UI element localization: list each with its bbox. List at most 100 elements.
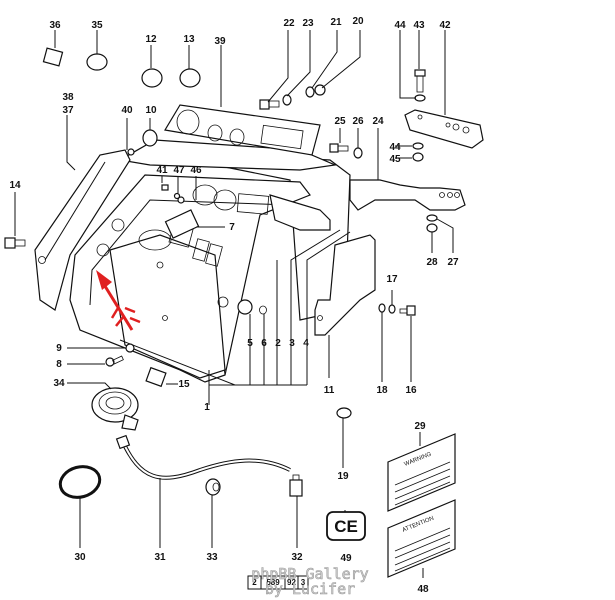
label-19: 19 [337,471,349,482]
label-12: 12 [145,34,157,45]
part-47-washer [173,192,181,200]
label-36: 36 [49,20,61,31]
part-19-sensor [336,407,352,419]
label-2: 2 [275,338,281,349]
part-18-washer [378,303,386,313]
part-30-ring [58,465,102,499]
label-9: 9 [56,343,62,354]
part-15-switch [145,366,167,388]
ce-mark: CE [326,511,366,541]
label-21: 21 [330,17,342,28]
instrument-plate [164,104,321,156]
part-36-switch [42,47,64,67]
label-14: 14 [9,180,21,191]
top-bracket [404,109,484,149]
label-5: 5 [247,338,253,349]
label-13: 13 [183,34,195,45]
part-21-washer [305,86,315,98]
label-18: 18 [376,385,388,396]
svg-text:589: 589 [266,578,280,587]
right-side-cover [314,234,376,336]
label-37: 37 [62,105,74,116]
warning-decal: WARNING [387,433,456,512]
part-12-cap [141,68,163,88]
label-47: 47 [173,165,185,176]
label-15: 15 [178,379,190,390]
part-45-nut [412,152,424,162]
part-27-washer [426,214,438,222]
label-40: 40 [121,105,133,116]
label-29: 29 [414,421,426,432]
label-3: 3 [289,338,295,349]
part-32-connector [289,474,303,497]
part-44-washer-top [414,94,426,102]
label-42: 42 [439,20,451,31]
label-7: 7 [229,222,235,233]
part-23-washer [282,94,292,106]
label-33: 33 [206,552,218,563]
label-34: 34 [53,378,65,389]
label-32: 32 [291,552,303,563]
part-25-bolt [329,143,349,153]
label-22: 22 [283,18,295,29]
label-8: 8 [56,359,62,370]
part-10-grommet [142,129,158,147]
part-13-cap [179,68,201,88]
label-11: 11 [324,385,335,396]
label-16: 16 [405,385,417,396]
label-25: 25 [334,116,346,127]
part-8-screw [105,355,124,367]
watermark-line2: by Lucifer [265,580,355,598]
part-41-screw [161,184,169,191]
label-46: 46 [190,165,202,176]
label-30: 30 [74,552,86,563]
part-14-bolt [4,237,26,249]
label-39: 39 [214,36,226,47]
part-28-nut [426,223,438,233]
label-49: 49 [340,553,352,564]
label-1: 1 [204,402,210,413]
label-35: 35 [91,20,103,31]
label-24: 24 [372,116,384,127]
part-40-screw [127,148,135,156]
svg-text:92: 92 [287,578,296,587]
label-38: 38 [62,92,74,103]
label-17: 17 [386,274,398,285]
label-20: 20 [352,16,364,27]
part-7-switch-panel [164,209,200,239]
label-27: 27 [447,257,459,268]
left-side-cover [34,149,131,311]
support-bracket [349,179,466,211]
label-45: 45 [389,154,401,165]
label-28: 28 [426,257,438,268]
label-23: 23 [302,18,314,29]
label-44-top: 44 [394,20,406,31]
label-31: 31 [154,552,166,563]
leader-lines [14,30,454,578]
part-34-gauge [91,387,139,431]
part-35-cap [86,53,108,71]
part-43-bolt [414,69,426,93]
reference-code-box: 2 589 92 3 [247,575,309,590]
callout-labels: 36 35 12 13 39 38 37 40 10 14 22 23 21 2… [9,16,459,595]
label-41: 41 [156,165,168,176]
part-22-bolt [259,99,280,110]
dashboard-housing [69,139,351,386]
part-17-washer [388,304,396,314]
label-4: 4 [303,338,309,349]
label-48: 48 [417,584,429,595]
label-10: 10 [145,105,157,116]
label-26: 26 [352,116,364,127]
part-6-ring [259,305,267,315]
watermark: phpBB Gallery by Lucifer [251,565,369,599]
label-43: 43 [413,20,425,31]
highlight-arrow [96,270,141,331]
label-44-mid: 44 [389,142,401,153]
part-16-bolt [399,305,416,316]
svg-text:2: 2 [252,578,257,587]
part-46-nut [177,196,185,204]
part-5-grommet [237,299,253,315]
watermark-line1: phpBB Gallery [251,565,368,583]
svg-text:3: 3 [301,578,306,587]
